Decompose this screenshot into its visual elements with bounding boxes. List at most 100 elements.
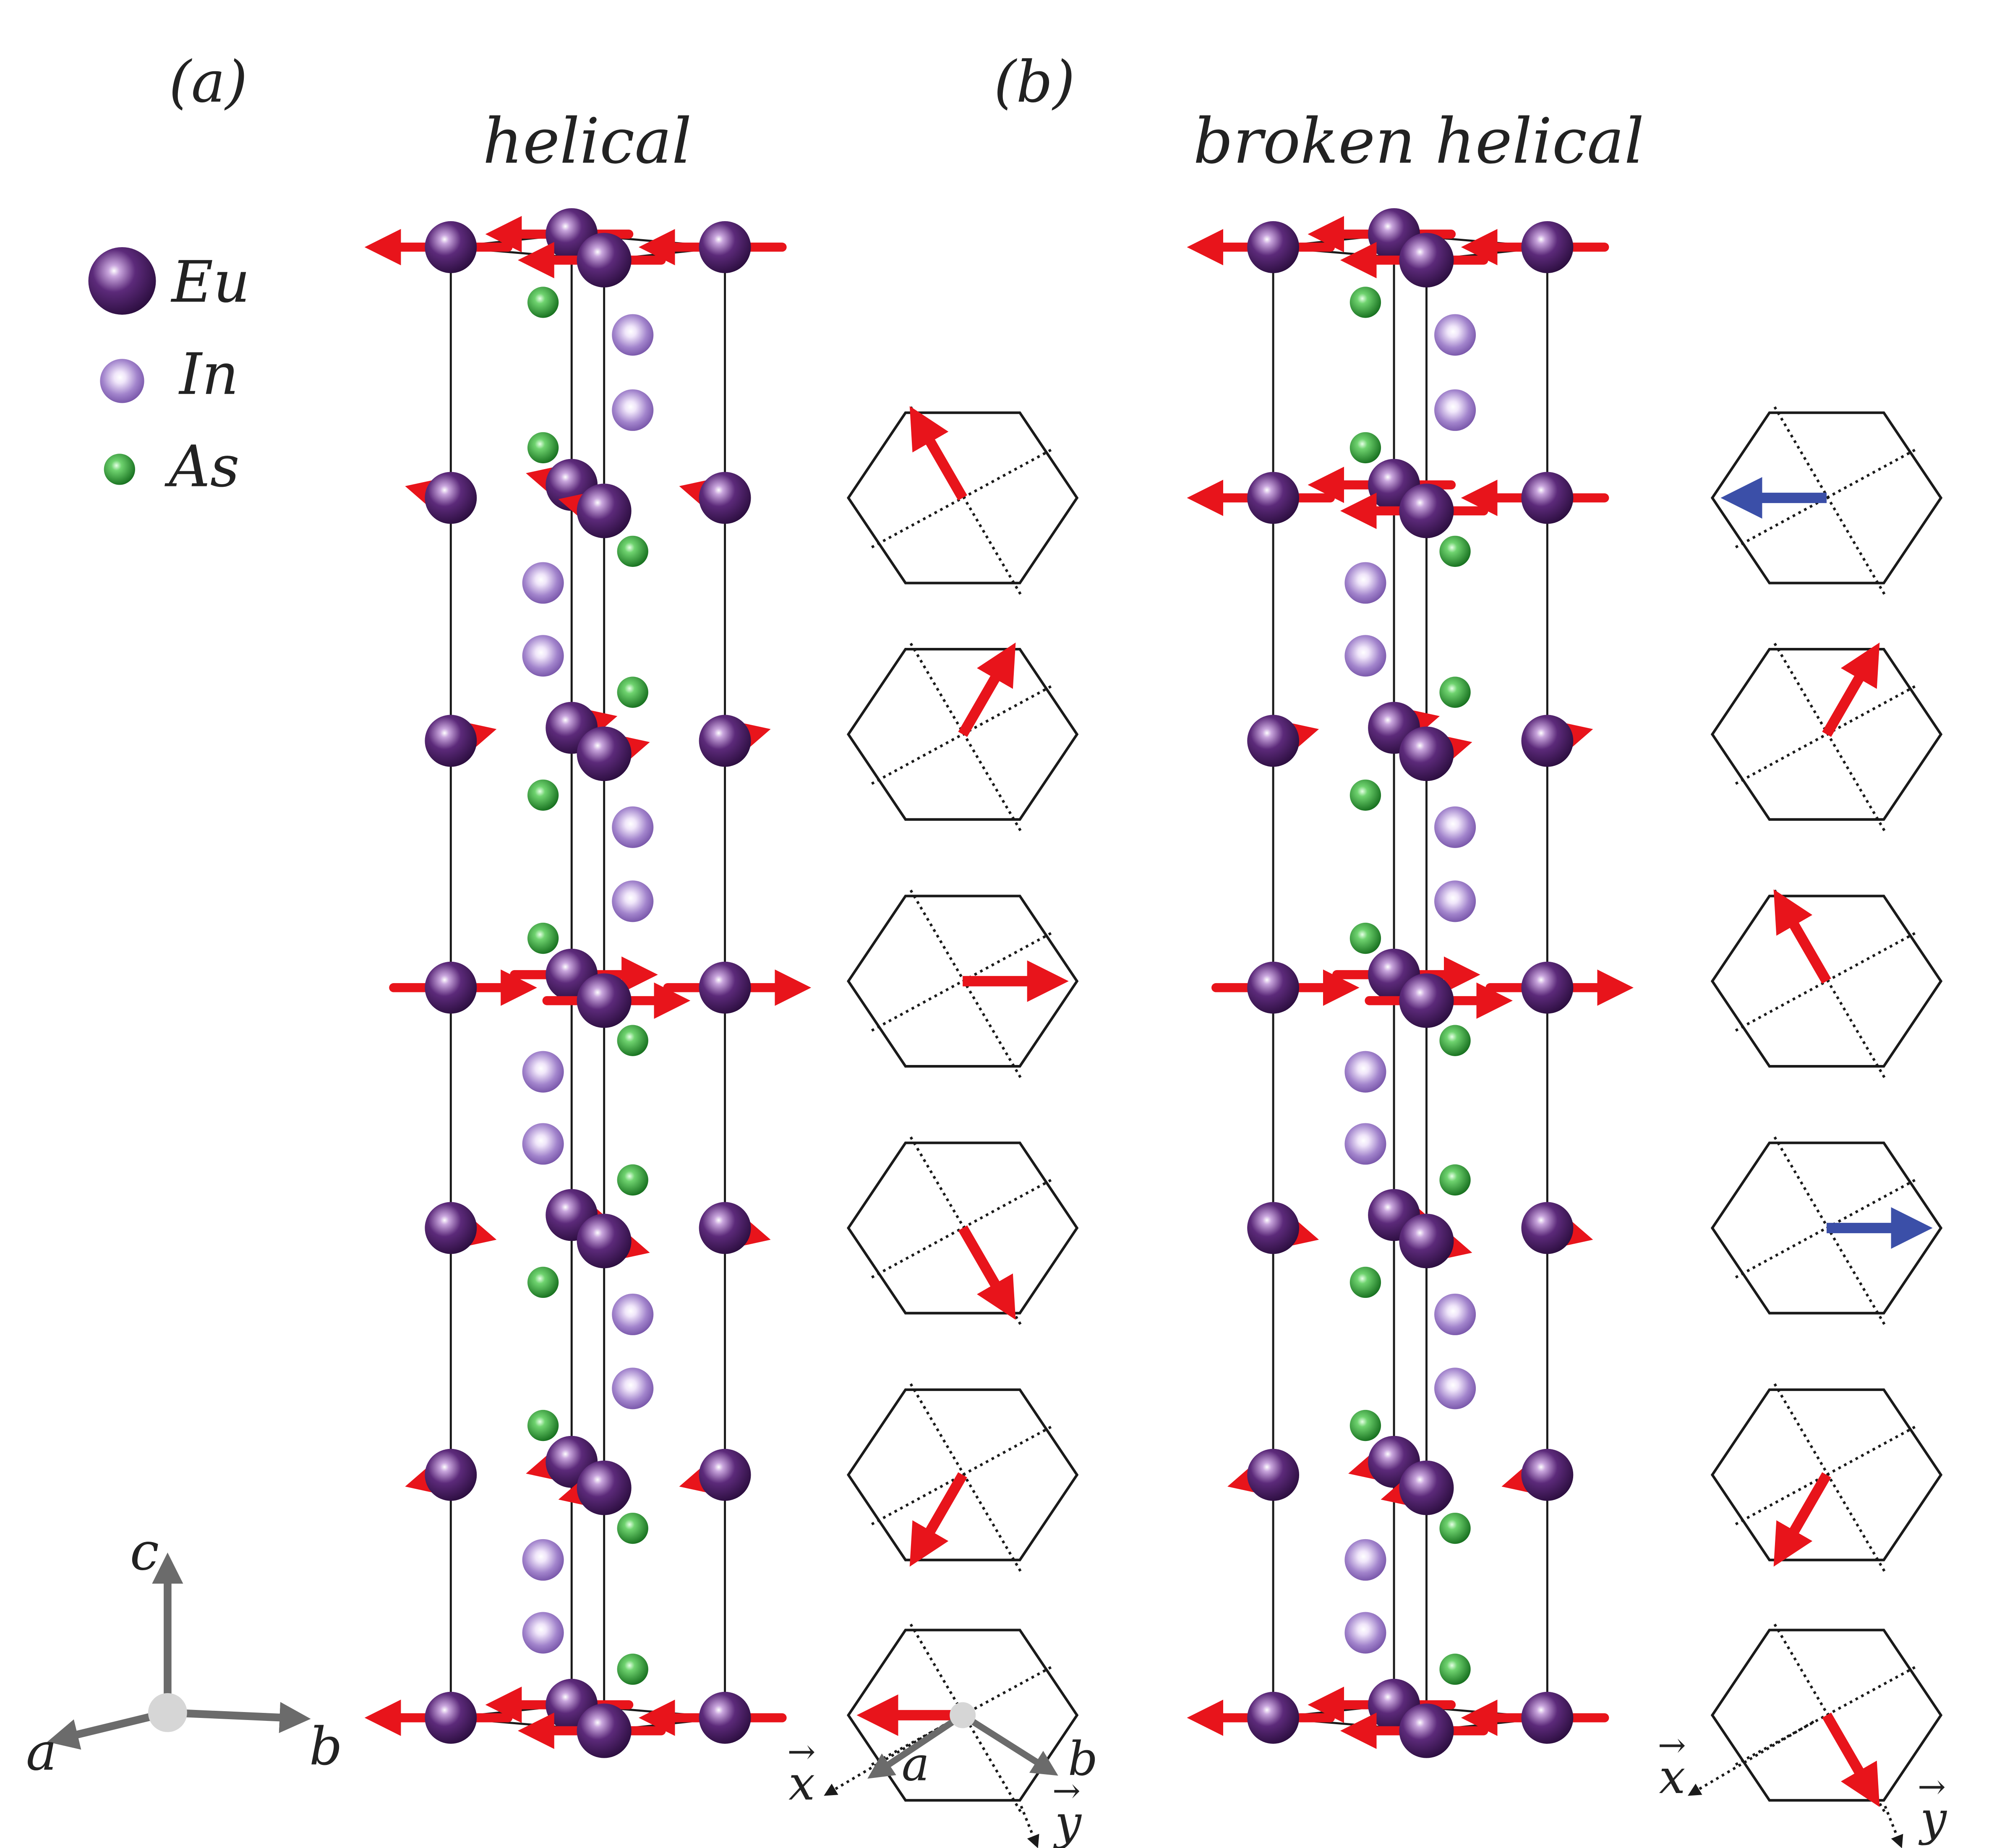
as-atom xyxy=(1439,676,1471,708)
eu-atom xyxy=(699,715,751,767)
as-atom xyxy=(1439,1164,1471,1196)
eu-atom xyxy=(1399,483,1454,538)
eu-atom xyxy=(1521,472,1574,524)
eu-atom xyxy=(699,221,751,273)
as-atom xyxy=(1349,1266,1381,1298)
spin-hexagon xyxy=(1710,895,1943,1068)
hex-axis-dotted xyxy=(871,1424,1055,1526)
eu-atom xyxy=(1247,1202,1300,1254)
panel-a-title: helical xyxy=(483,105,692,178)
hex-origin xyxy=(950,1702,976,1728)
hex-axis-dotted xyxy=(1735,447,1918,548)
eu-atom xyxy=(699,1449,751,1501)
spin-hexagon xyxy=(846,1629,1079,1802)
broken-helical-crystal-structure xyxy=(1187,208,1634,1758)
in-atom xyxy=(1344,562,1386,604)
hex-axis-dotted xyxy=(1773,1136,1887,1326)
eu-atom xyxy=(577,1460,632,1515)
panel-a-letter: (a) xyxy=(169,49,248,115)
hex-axis-dotted xyxy=(1773,1383,1887,1573)
y-vector-arrow-b: → xyxy=(1918,1767,1946,1806)
as-atom xyxy=(1349,922,1381,954)
hex-axis-dotted xyxy=(1773,889,1887,1079)
spin-direction-arrow xyxy=(958,1225,1016,1320)
y-vector-label-a: y xyxy=(1053,1796,1082,1848)
helical-crystal-structure xyxy=(364,208,812,1758)
in-atom xyxy=(522,635,564,677)
eu-atom xyxy=(1521,715,1574,767)
hex-axis-dotted xyxy=(1735,930,1918,1032)
eu-legend-atom xyxy=(88,247,156,315)
in-legend-label: In xyxy=(178,342,239,408)
hex-axis-dotted xyxy=(1735,1665,1918,1766)
panel-b-title: broken helical xyxy=(1193,105,1644,178)
eu-atom xyxy=(1399,726,1454,781)
hex-axis-dotted xyxy=(909,889,1023,1079)
in-atom xyxy=(522,1051,564,1093)
eu-atom xyxy=(699,1691,751,1744)
spin-direction-arrow xyxy=(1773,1472,1831,1567)
as-atom xyxy=(527,287,559,318)
spin-hexagon xyxy=(846,895,1079,1068)
eu-atom xyxy=(1521,1691,1574,1744)
eu-atom xyxy=(1521,1449,1574,1501)
spin-hexagon xyxy=(846,647,1079,821)
as-atom xyxy=(527,779,559,811)
as-atom xyxy=(1439,535,1471,567)
y-vector-arrow-a: → xyxy=(1052,1771,1081,1810)
origin-sphere xyxy=(148,1693,187,1732)
hex-axis-dotted xyxy=(1735,1177,1918,1279)
as-atom xyxy=(1349,779,1381,811)
y-vector-arrow xyxy=(1884,1806,1903,1848)
x-vector-arrow-b: → xyxy=(1658,1725,1686,1765)
spin-hexagon xyxy=(1710,647,1943,821)
as-atom xyxy=(1349,287,1381,318)
in-atom xyxy=(1344,1539,1386,1581)
in-atom xyxy=(1434,1293,1476,1335)
spin-hexagon xyxy=(846,1388,1079,1561)
eu-atom xyxy=(577,232,632,287)
in-atom xyxy=(1344,1123,1386,1165)
panel-b-letter: (b) xyxy=(994,49,1075,115)
eu-atom xyxy=(577,483,632,538)
spin-hexagon xyxy=(1710,1388,1943,1561)
spin-hexagon xyxy=(846,411,1079,585)
spin-direction-arrow xyxy=(1773,889,1831,984)
x-vector-label-b: x xyxy=(1659,1750,1686,1804)
eu-atom xyxy=(425,715,477,767)
hex-a-axis-arrow xyxy=(867,1712,965,1779)
spin-direction-arrow xyxy=(958,642,1016,737)
eu-atom xyxy=(425,961,477,1014)
eu-atom xyxy=(577,1214,632,1269)
spin-direction-arrow xyxy=(1822,1712,1880,1807)
as-atom xyxy=(1349,1409,1381,1441)
hex-axis-dotted xyxy=(1773,642,1887,833)
hex-axis-dotted xyxy=(909,642,1023,833)
spin-direction-arrow xyxy=(1822,642,1880,737)
as-atom xyxy=(527,432,559,464)
crystal-axes-triad: c a b xyxy=(26,1522,342,1783)
in-atom xyxy=(612,1293,654,1335)
eu-atom xyxy=(1521,961,1574,1014)
as-atom xyxy=(1439,1653,1471,1685)
eu-atom xyxy=(1399,973,1454,1028)
in-atom xyxy=(1344,1612,1386,1654)
eu-atom xyxy=(1521,221,1574,273)
in-atom xyxy=(522,1123,564,1165)
in-atom xyxy=(522,1612,564,1654)
hex-axis-dotted xyxy=(871,684,1055,785)
eu-atom xyxy=(1247,715,1300,767)
as-atom xyxy=(1439,1025,1471,1056)
eu-atom xyxy=(1247,1691,1300,1744)
eu-atom xyxy=(1247,221,1300,273)
a-axis-label: a xyxy=(26,1722,57,1783)
hex-axis-dotted xyxy=(871,930,1055,1032)
b-axis-label: b xyxy=(309,1717,342,1777)
in-atom xyxy=(1434,880,1476,922)
hex-axis-dotted xyxy=(1735,684,1918,785)
hex-axis-dotted xyxy=(1773,406,1887,596)
x-vector-label-a: x xyxy=(788,1757,815,1811)
in-atom xyxy=(612,389,654,431)
helical-spin-hexagons xyxy=(824,406,1079,1848)
